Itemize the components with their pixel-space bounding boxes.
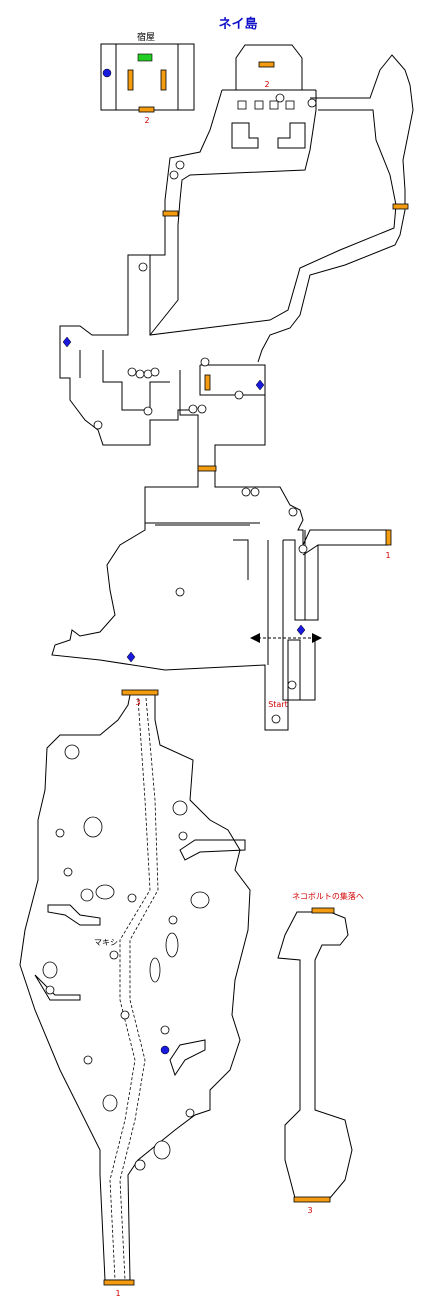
inn-label: 宿屋 [137,31,155,43]
exit-label-2: 2 [264,80,269,89]
inn-exit-label: 2 [144,116,149,125]
door-exit-3-south[interactable] [293,1196,331,1203]
door-town-gate[interactable] [197,465,217,472]
door-right-strand[interactable] [392,203,409,210]
cave-rocks [42,744,210,1171]
upper-area [59,44,414,465]
door-exit-1-east[interactable] [385,529,392,546]
door-middle-room[interactable] [204,374,211,391]
inn-exit-door[interactable] [138,106,155,113]
door-upper-path[interactable] [162,210,179,217]
inn-inset: 宿屋 2 [100,31,195,125]
exit-label-3-south: 3 [307,1206,312,1215]
item-point-3[interactable] [296,624,306,636]
inn-bed-left [127,69,134,91]
map-title: ネイ島 [218,16,257,32]
middle-area [51,465,388,731]
inn-save-point[interactable] [102,68,112,78]
door-exit-3-north[interactable] [121,689,159,696]
exit-label-1-east: 1 [385,551,390,560]
exit-label-3-north: 3 [135,698,140,707]
building-windows [237,100,295,110]
inn-green-marker[interactable] [137,53,153,62]
item-point-4[interactable] [126,651,136,663]
start-label: Start [268,700,288,709]
door-upper-building[interactable] [258,61,275,68]
exit-label-1-south: 1 [115,1289,120,1298]
save-points [62,336,306,1055]
item-point-1[interactable] [62,336,72,348]
door-village[interactable] [311,907,335,914]
path-arrow [250,633,322,643]
inn-bed-right [160,69,167,91]
makishi-label: マキシ [94,938,118,947]
door-exit-1-south[interactable] [103,1279,135,1286]
lower-cave [19,694,251,1281]
town-circles [93,93,317,724]
item-point-2[interactable] [255,379,265,391]
map-doors [103,61,409,1286]
lower-right-path [277,911,353,1199]
item-point-5[interactable] [160,1045,170,1055]
village-label: ネコボルトの集落へ [292,891,364,901]
